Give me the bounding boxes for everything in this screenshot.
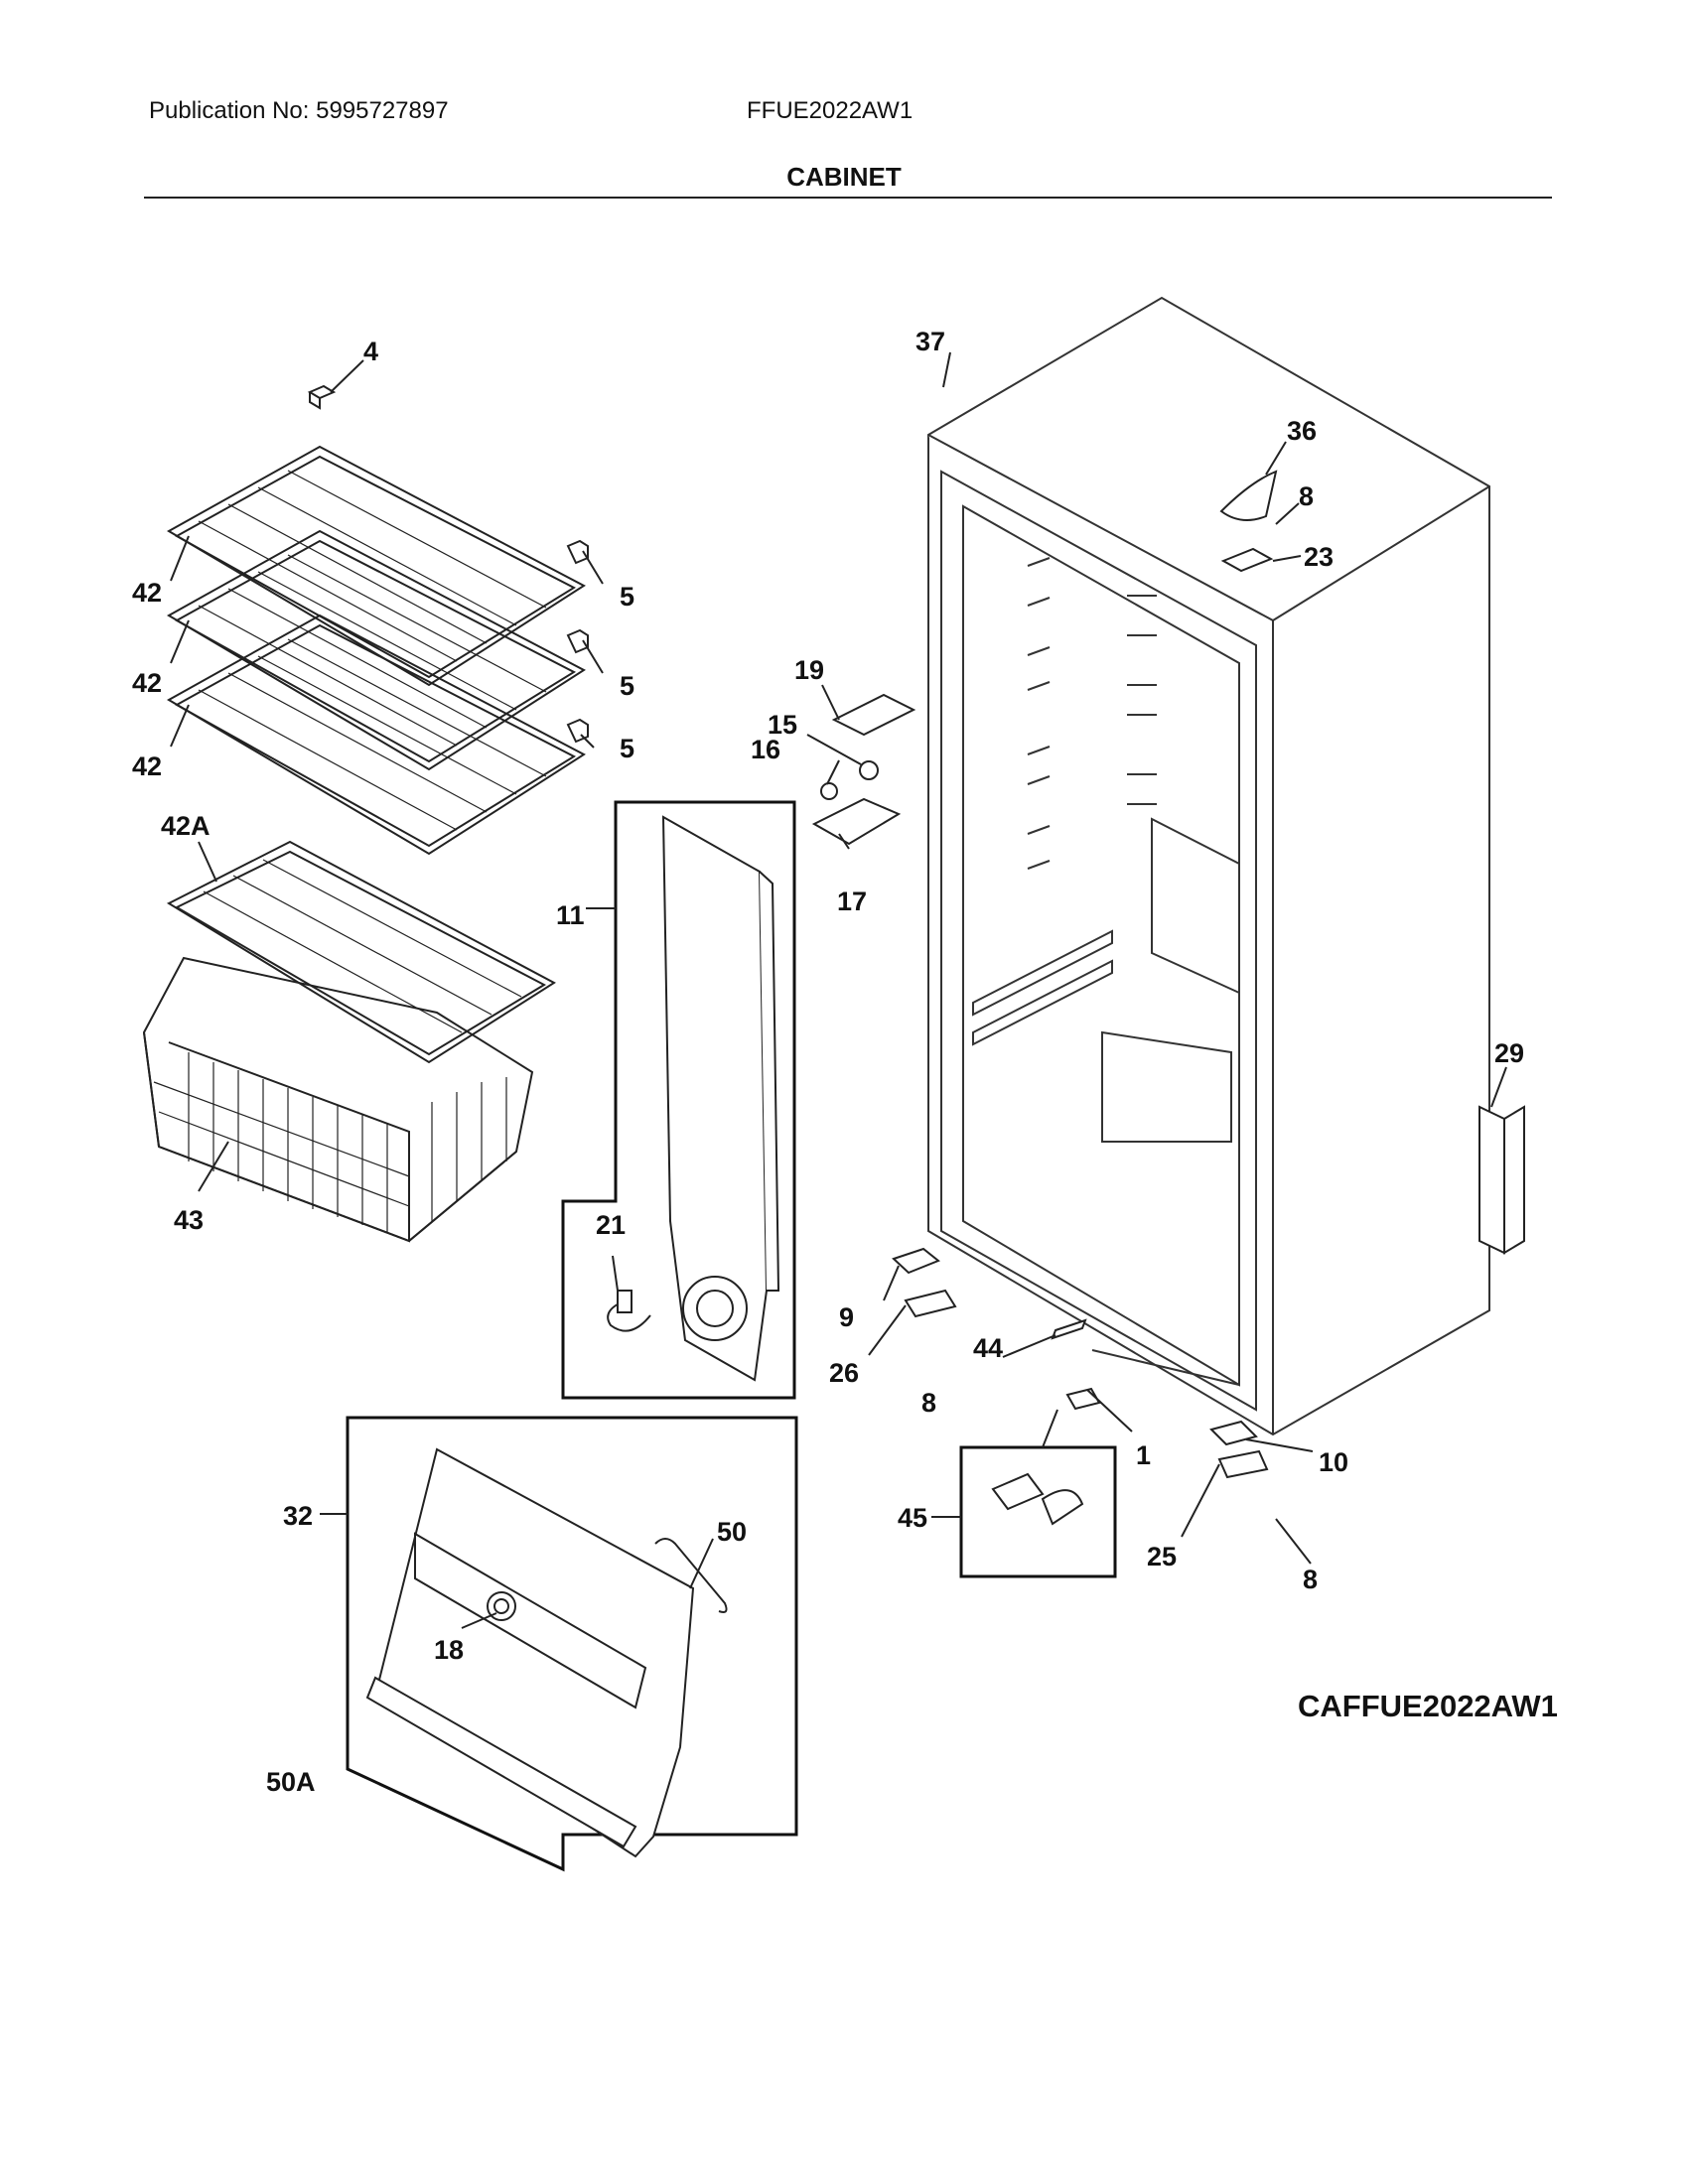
callout-5: 5 xyxy=(620,582,634,612)
cabinet-shelf-rails xyxy=(1027,557,1157,870)
callout-8: 8 xyxy=(921,1388,936,1418)
switch-detail-box xyxy=(959,1445,1117,1578)
panel-frame xyxy=(346,1416,798,1872)
callout-15: 15 xyxy=(768,710,797,740)
light-housing-assembly xyxy=(811,693,916,846)
callout-43: 43 xyxy=(174,1205,204,1235)
hinge-parts xyxy=(892,470,1278,1479)
evaporator-cover-panel xyxy=(607,815,780,1382)
callout-44: 44 xyxy=(973,1333,1003,1363)
callout-42: 42 xyxy=(132,751,162,781)
page-title: CABINET xyxy=(786,162,902,192)
wire-basket xyxy=(142,956,534,1243)
wire-shelf-middle xyxy=(166,529,586,771)
callout-5: 5 xyxy=(620,734,634,763)
header-divider xyxy=(144,197,1552,199)
wire-shelf-42A xyxy=(166,840,556,1064)
publication-number: Publication No: 5995727897 xyxy=(149,97,449,124)
callout-9: 9 xyxy=(839,1302,854,1332)
callout-11: 11 xyxy=(556,900,585,930)
callout-5: 5 xyxy=(620,671,634,701)
diagram-code: CAFFUE2022AW1 xyxy=(1298,1689,1558,1723)
callout-18: 18 xyxy=(434,1635,464,1665)
callout-26: 26 xyxy=(829,1358,859,1388)
callout-23: 23 xyxy=(1304,542,1334,572)
callout-42: 42 xyxy=(132,578,162,608)
evaporator-cover-frame xyxy=(561,800,796,1400)
callout-50A: 50A xyxy=(266,1767,316,1797)
callout-8: 8 xyxy=(1303,1565,1318,1594)
model-number: FFUE2022AW1 xyxy=(747,97,914,124)
callout-1: 1 xyxy=(1136,1440,1151,1470)
wire-shelf-top xyxy=(166,445,586,687)
callout-17: 17 xyxy=(837,887,867,916)
callout-32: 32 xyxy=(283,1501,313,1531)
leader-lines xyxy=(170,351,1507,1629)
callout-42: 42 xyxy=(132,668,162,698)
callout-10: 10 xyxy=(1319,1447,1348,1477)
rear-grille xyxy=(1478,1105,1525,1255)
callout-16: 16 xyxy=(751,735,780,764)
callout-50: 50 xyxy=(717,1517,747,1547)
callout-4: 4 xyxy=(363,337,378,366)
callout-19: 19 xyxy=(794,655,824,685)
callout-42A: 42A xyxy=(161,811,211,841)
callout-37: 37 xyxy=(915,327,945,356)
front-panel xyxy=(365,1447,728,1858)
callout-45: 45 xyxy=(898,1503,927,1533)
callout-29: 29 xyxy=(1494,1038,1524,1068)
callout-25: 25 xyxy=(1147,1542,1177,1571)
callout-36: 36 xyxy=(1287,416,1317,446)
cabinet-outline xyxy=(927,296,1490,1436)
callout-21: 21 xyxy=(596,1210,626,1240)
wire-shelf-bottom xyxy=(166,614,586,856)
callout-8: 8 xyxy=(1299,481,1314,511)
